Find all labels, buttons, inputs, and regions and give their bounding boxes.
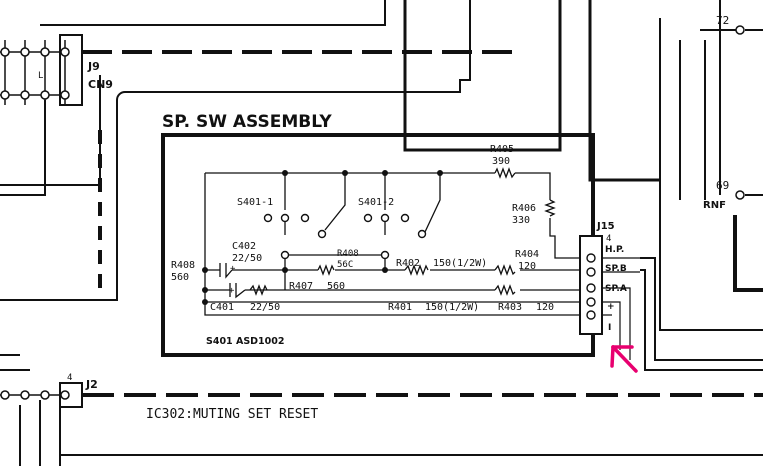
component-labels: R405 390 R406 330 R404 120 C402 22/50 R4… xyxy=(171,144,554,313)
label-c402: C402 xyxy=(232,241,256,252)
node-69: 69 xyxy=(716,179,729,192)
label-r408-mid: R408 xyxy=(337,249,359,259)
value-r405: 390 xyxy=(492,156,510,167)
j15-pin-spa: SP.A xyxy=(605,284,627,294)
label-s401-1: S401-1 xyxy=(237,197,273,208)
connector-j9-block: L J9 CN9 xyxy=(0,34,113,106)
label-r401: R401 xyxy=(388,302,412,313)
footer-note: IC302:MUTING SET RESET xyxy=(146,407,318,422)
label-r402: R402 xyxy=(396,258,420,269)
value-r404: 120 xyxy=(518,261,536,272)
label-r403: R403 xyxy=(498,302,522,313)
cn9-mark: L xyxy=(38,71,43,81)
label-c401: C401 xyxy=(210,302,234,313)
assembly-border xyxy=(161,133,595,357)
junction-dots xyxy=(202,170,443,305)
right-nodes: 72 69 RNF xyxy=(703,14,745,211)
internal-wiring xyxy=(204,167,583,316)
j15-pin-one: I xyxy=(608,323,611,333)
value-r407: 560 xyxy=(327,281,345,292)
label-cn9: CN9 xyxy=(88,78,113,91)
node-72: 72 xyxy=(716,14,729,27)
assembly-part-number: S401 ASD1002 xyxy=(206,336,285,347)
value-r401: 150(1/2W) xyxy=(425,302,479,313)
value-r408-left: 560 xyxy=(171,272,189,283)
value-c401: 22/50 xyxy=(250,302,280,313)
label-r408-left: R408 xyxy=(171,260,195,271)
c401-plus-mark: + xyxy=(229,286,235,296)
j15-pin-plus: + xyxy=(607,302,615,312)
arrow-up-left-icon xyxy=(610,345,638,373)
label-s401-2: S401-2 xyxy=(358,197,394,208)
value-r403: 120 xyxy=(536,302,554,313)
value-r408-mid: 56C xyxy=(337,260,353,270)
label-r405: R405 xyxy=(490,144,514,155)
label-r407: R407 xyxy=(289,281,313,292)
value-c402: 22/50 xyxy=(232,253,262,264)
j15-pin-spb: SP.B xyxy=(605,264,627,274)
j2-pin-number: 4 xyxy=(67,373,72,383)
label-j9: J9 xyxy=(87,60,100,73)
switch-contacts xyxy=(263,213,427,260)
label-rnf: RNF xyxy=(703,200,726,211)
value-r406: 330 xyxy=(512,215,530,226)
label-r404: R404 xyxy=(515,249,539,260)
c402-plus-mark: + xyxy=(230,264,236,274)
label-r406: R406 xyxy=(512,203,536,214)
label-j15: J15 xyxy=(596,221,615,232)
connector-j15: J15 4 H.P. SP.B SP.A + I xyxy=(579,221,640,360)
j15-pin-hp: H.P. xyxy=(605,245,624,255)
value-r402: 150(1/2W) xyxy=(433,258,487,269)
connector-j2-block: 4 J2 xyxy=(0,373,98,408)
label-j2: J2 xyxy=(85,378,98,391)
assembly-title: SP. SW ASSEMBLY xyxy=(162,112,332,132)
j15-pin-number: 4 xyxy=(606,234,611,244)
